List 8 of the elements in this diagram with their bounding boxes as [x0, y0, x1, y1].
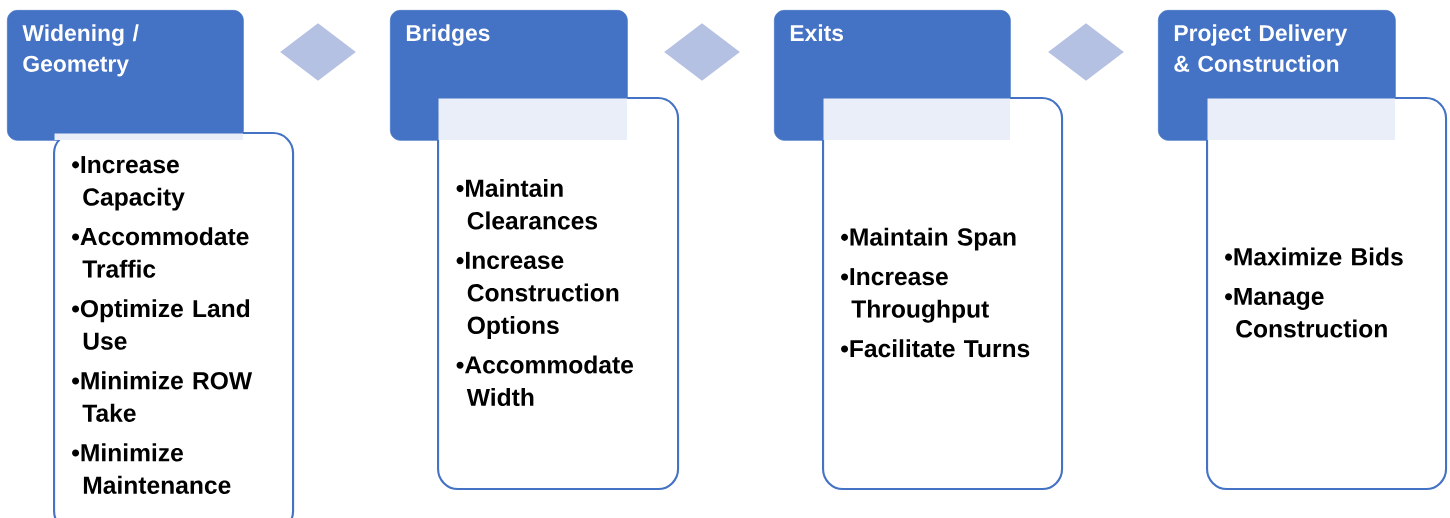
bullet-list-box: •Increase Capacity •Accommodate Traffic •Optimize Land Use •Minimize ROW Take •Minimize Maintenance	[53, 132, 295, 518]
diamond	[1048, 23, 1124, 81]
diamond	[664, 23, 740, 81]
bullet-list-box: •Maximize Bids •Manage Construction	[1206, 97, 1448, 491]
bullet-list-box: •Maintain Span •Increase Throughput •Facilitate Turns	[822, 97, 1064, 491]
diamond	[280, 23, 356, 81]
bullet-list-box: •Maintain Clearances •Increase Construction Options •Accommodate Width	[437, 97, 680, 491]
header-box: Widening / Geometry	[7, 10, 244, 141]
